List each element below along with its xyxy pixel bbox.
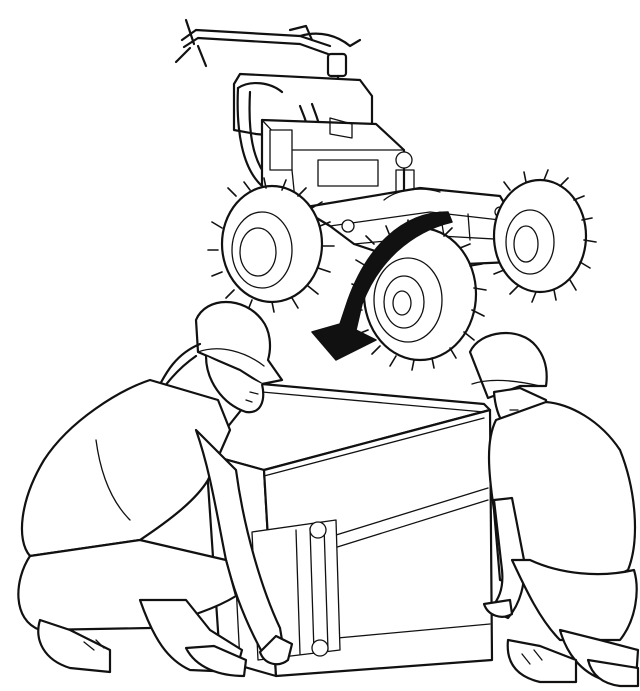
- shipping-crate-icon: [206, 384, 492, 676]
- hard-hat-worker-icon: [470, 333, 638, 686]
- wheel-rear-right: [494, 170, 596, 302]
